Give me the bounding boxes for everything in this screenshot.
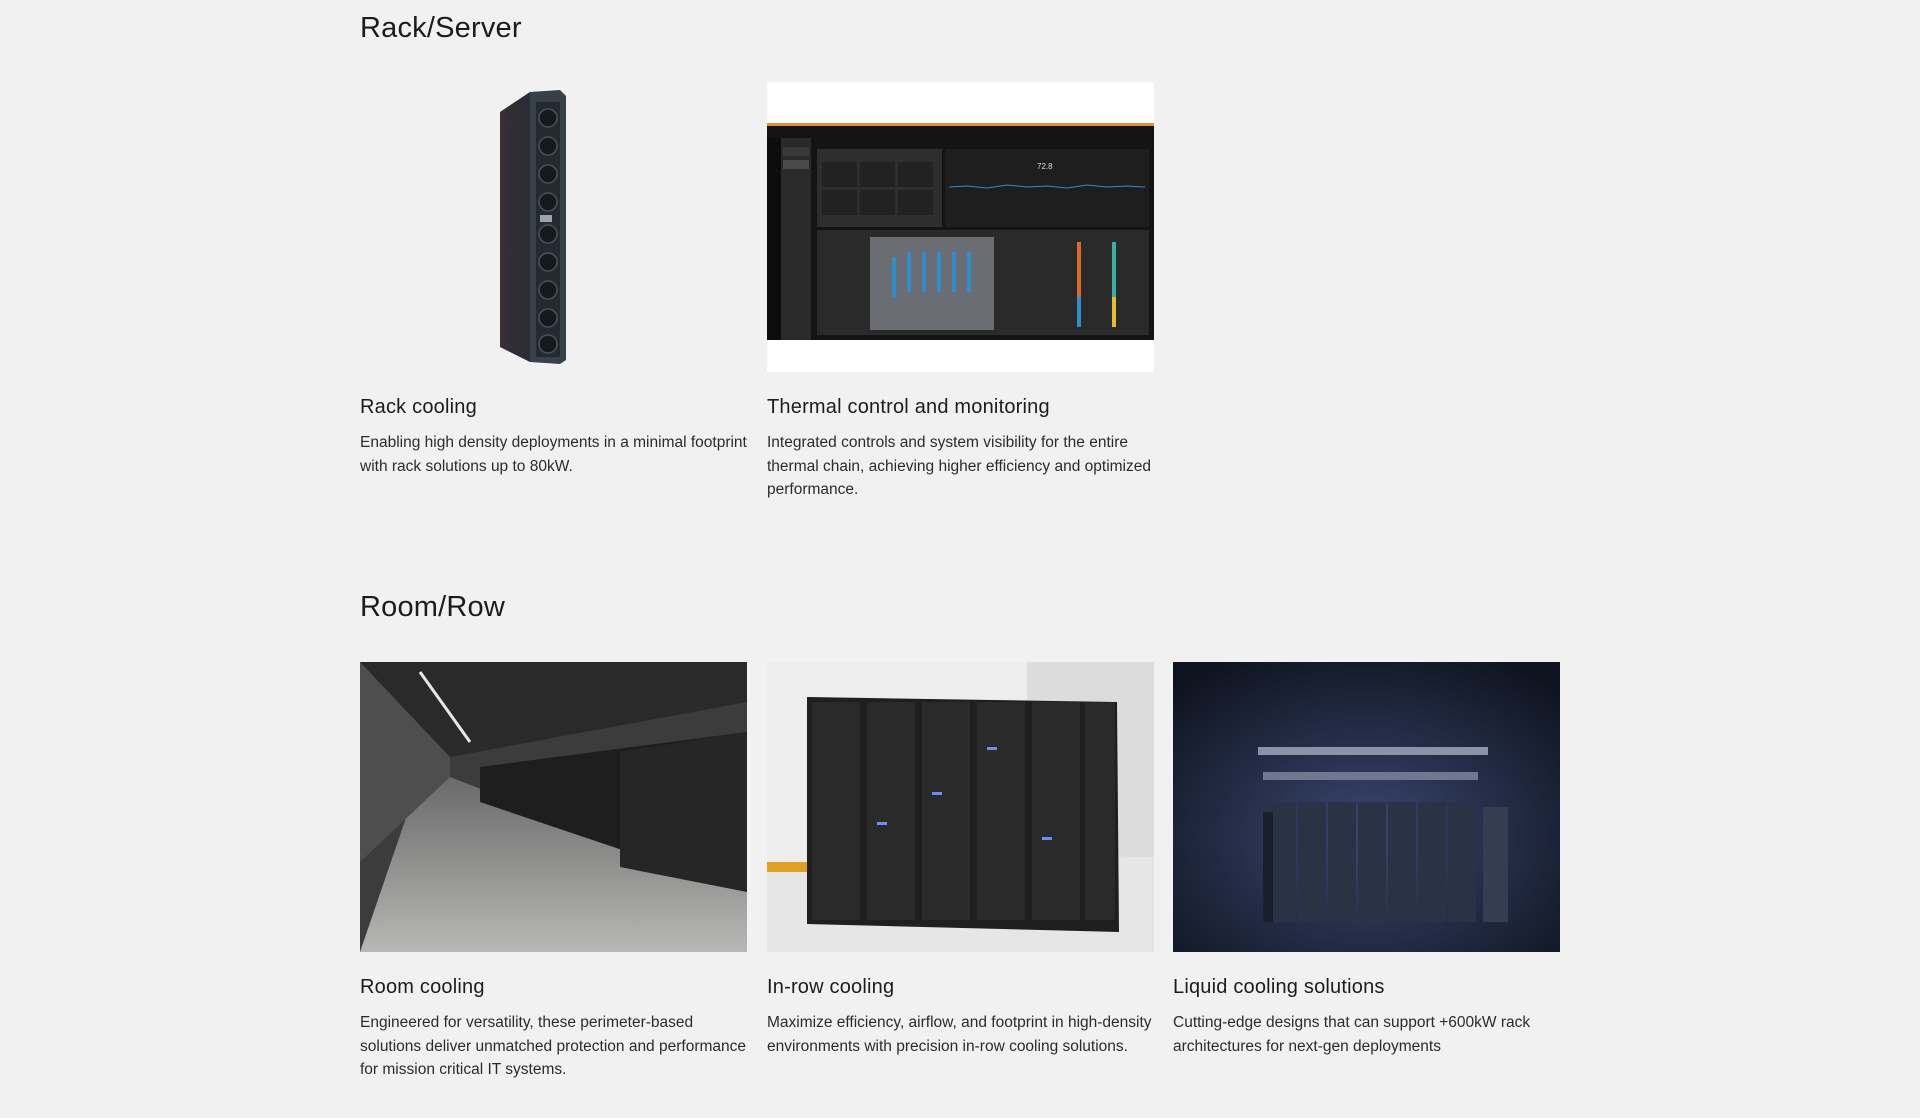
- card-description: Cutting-edge designs that can support +6…: [1173, 1014, 1531, 1055]
- card-title[interactable]: Thermal control and monitoring: [767, 396, 1050, 418]
- card-rack-cooling[interactable]: Rack cooling Enabling high density deplo…: [360, 82, 747, 478]
- card-description: Integrated controls and system visibilit…: [767, 434, 1151, 498]
- card-description: Enabling high density deployments in a m…: [360, 434, 747, 475]
- section-title-room-row: Room/Row: [360, 591, 506, 623]
- card-title[interactable]: In-row cooling: [767, 976, 895, 998]
- card-thermal-control[interactable]: 72.8 Thermal control and monitoring Inte…: [767, 82, 1154, 502]
- in-row-cooling-image[interactable]: [767, 662, 1154, 952]
- card-liquid-cooling[interactable]: Liquid cooling solutions Cutting-edge de…: [1173, 662, 1560, 1058]
- dashboard-reading: 72.8: [1037, 162, 1053, 171]
- card-room-cooling[interactable]: Room cooling Engineered for versatility,…: [360, 662, 747, 1082]
- room-cooling-image[interactable]: [360, 662, 747, 952]
- card-description: Engineered for versatility, these perime…: [360, 1014, 747, 1078]
- liquid-cooling-image[interactable]: [1173, 662, 1560, 952]
- card-description: Maximize efficiency, airflow, and footpr…: [767, 1014, 1152, 1055]
- card-in-row-cooling[interactable]: In-row cooling Maximize efficiency, airf…: [767, 662, 1154, 1058]
- card-title[interactable]: Room cooling: [360, 976, 485, 998]
- rack-cooling-image[interactable]: [360, 82, 747, 372]
- card-title[interactable]: Rack cooling: [360, 396, 477, 418]
- thermal-dashboard-image[interactable]: 72.8: [767, 82, 1154, 372]
- section-title-rack-server: Rack/Server: [360, 12, 522, 44]
- card-title[interactable]: Liquid cooling solutions: [1173, 976, 1385, 998]
